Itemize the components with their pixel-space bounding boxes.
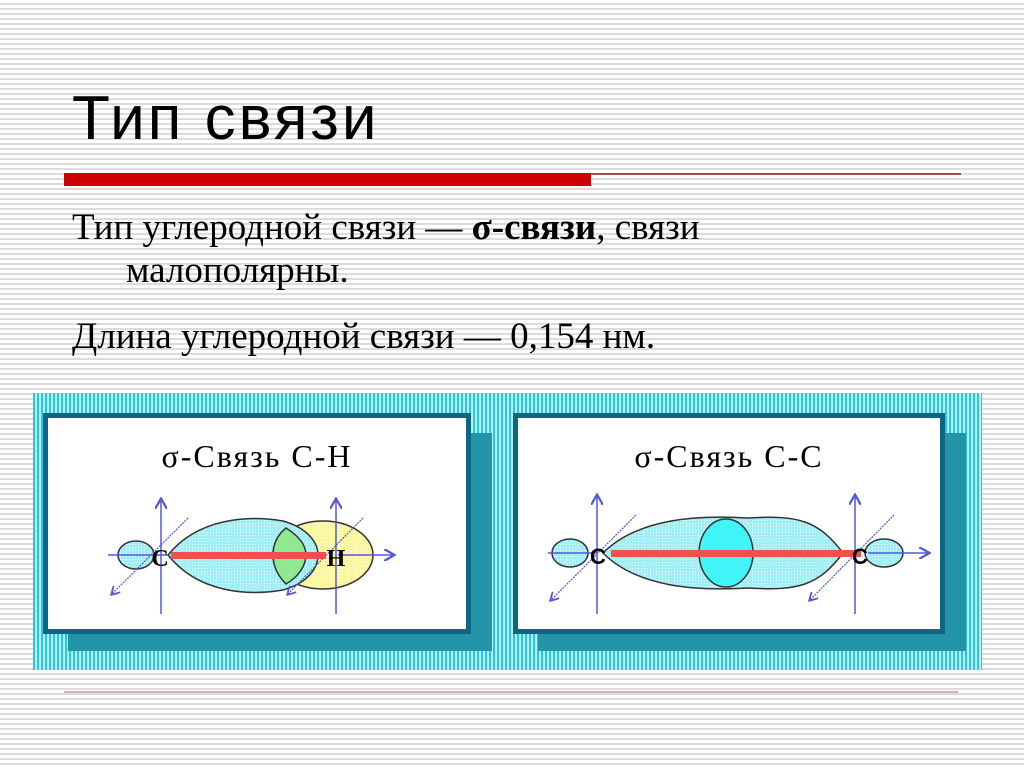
carbon-atom-label-1: C	[590, 544, 606, 569]
ch-orbital-illustration: C H	[108, 418, 476, 614]
bond-polarity-text: малополярны.	[126, 249, 349, 291]
sigma-bond-term: σ-связи	[471, 207, 597, 248]
carbon-atom-label-2: C	[852, 544, 868, 569]
ch-bond-diagram: σ-Связь С-Н C H	[43, 413, 471, 634]
paragraph-bond-type: Тип углеродной связи — σ-связи, связи ма…	[72, 207, 892, 292]
bond-type-text: Тип углеродной связи —	[72, 207, 472, 248]
ch-diagram-title: σ-Связь С-Н	[161, 438, 353, 474]
title-accent-bar	[64, 173, 591, 186]
slide-title: Тип связи	[72, 84, 380, 153]
ch-bond-line	[171, 552, 326, 559]
bond-type-text-after: , связи	[596, 207, 700, 248]
cc-bond-line	[611, 550, 861, 557]
cc-orbital-illustration: C C	[548, 418, 950, 614]
title-accent-line	[591, 173, 961, 175]
hydrogen-atom-label: H	[327, 546, 346, 572]
footer-divider	[64, 691, 958, 693]
cc-bond-diagram: σ-Связь С-С C C	[513, 413, 945, 634]
cc-diagram-title: σ-Связь С-С	[634, 438, 824, 474]
paragraph-bond-length: Длина углеродной связи — 0,154 нм.	[72, 316, 656, 357]
carbon-atom-label: C	[151, 546, 168, 572]
